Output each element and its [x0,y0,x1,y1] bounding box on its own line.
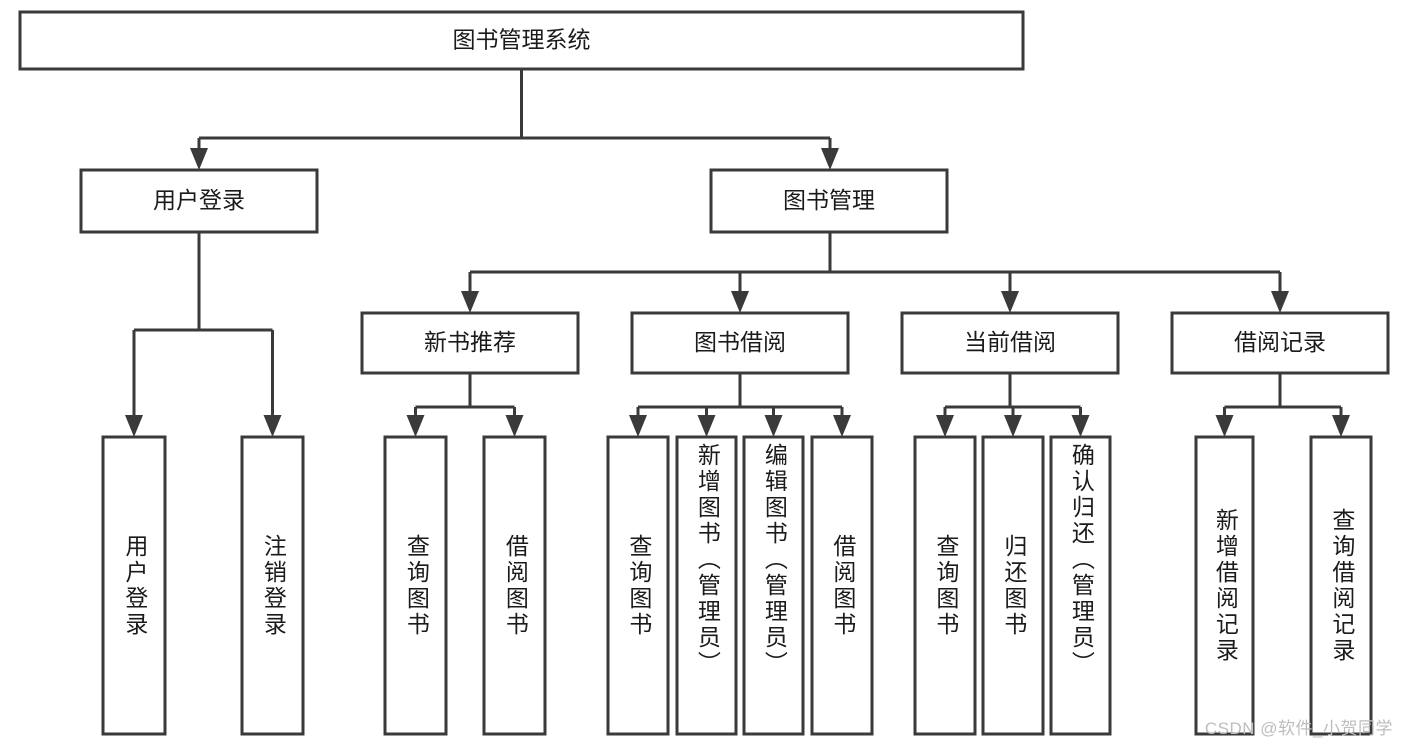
connector-book-mgmt-to-level3 [461,232,1289,313]
arrowhead-icon [731,291,749,313]
arrowhead-icon [1271,291,1289,313]
arrowhead-icon [461,291,479,313]
leaf-node-logout-login[interactable] [240,435,305,736]
leaf-node-borrow-book[interactable] [810,435,874,736]
arrowhead-icon [505,415,524,437]
node-root-system[interactable]: 图书管理系统 [18,10,1025,71]
leaf-node-borrow-book-recommend[interactable] [482,435,547,736]
node-current-borrow[interactable]: 当前借阅 [900,311,1120,375]
node-book-borrow-label: 图书借阅 [694,329,786,355]
arrowhead-icon [697,415,716,437]
arrowhead-icon [1215,415,1234,437]
arrowhead-icon [936,415,954,437]
node-new-book-recommend-label: 新书推荐 [424,329,516,355]
node-root-system-label: 图书管理系统 [453,27,591,53]
leaf-node-add-book-admin[interactable] [675,435,738,736]
arrowhead-icon [1332,415,1350,437]
leaf-node-query-book-current[interactable] [913,435,977,736]
connector-borrow-to-leaves [629,373,851,437]
leaf-node-query-borrow-record[interactable] [1309,435,1373,736]
node-current-borrow-label: 当前借阅 [964,329,1056,355]
connector-user-login-to-leaves [125,232,282,437]
connector-new-book-to-leaves [406,373,524,437]
connector-current-borrow-to-leaves [936,373,1090,437]
leaf-node-query-book-recommend[interactable] [383,435,448,736]
arrowhead-icon [125,415,143,437]
connector-root-to-level2 [190,69,839,170]
arrowhead-icon [629,415,647,437]
leaf-node-user-login[interactable] [101,435,167,736]
node-book-management-label: 图书管理 [783,187,875,213]
arrowhead-icon [1071,415,1090,437]
node-book-management[interactable]: 图书管理 [709,168,949,234]
leaf-node-return-book[interactable] [981,435,1045,736]
node-user-login[interactable]: 用户登录 [79,168,319,234]
node-book-borrow[interactable]: 图书借阅 [630,311,850,375]
arrowhead-icon [1004,415,1022,437]
leaf-node-query-book-borrow[interactable] [606,435,670,736]
leaf-node-edit-book-admin[interactable] [742,435,805,736]
arrowhead-icon [263,415,282,437]
node-user-login-label: 用户登录 [153,187,245,213]
arrowhead-icon [1001,291,1019,313]
node-borrow-record-label: 借阅记录 [1234,329,1326,355]
arrowhead-icon [190,148,208,170]
arrowhead-icon [833,415,851,437]
arrowhead-icon [406,415,425,437]
node-new-book-recommend[interactable]: 新书推荐 [360,311,580,375]
watermark-text: CSDN @软件_小贺同学 [1204,719,1393,738]
leaf-node-confirm-return-admin[interactable] [1049,435,1112,736]
connector-borrow-record-to-leaves [1215,373,1350,437]
arrowhead-icon [821,148,839,170]
node-borrow-record[interactable]: 借阅记录 [1170,311,1390,375]
arrowhead-icon [764,415,783,437]
leaf-node-add-borrow-record[interactable] [1194,435,1255,736]
